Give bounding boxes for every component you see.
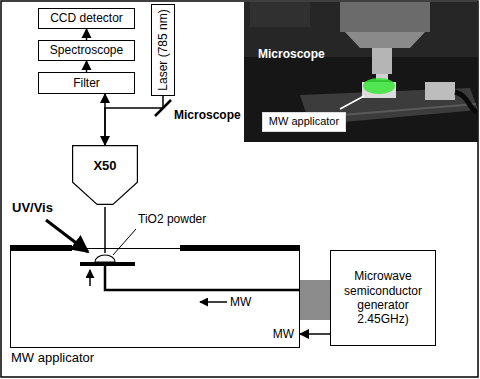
- photo-background: [244, 2, 478, 142]
- objective-shape: [73, 146, 138, 205]
- connector-arrow: [300, 333, 330, 335]
- laser-beam: [104, 207, 106, 253]
- green-glow: [363, 78, 395, 94]
- microwave-label: MW: [230, 295, 251, 309]
- waveguide: [300, 280, 330, 320]
- microscope-objective: [372, 48, 392, 74]
- connector-arrow: [105, 96, 163, 145]
- microscope-turret: [345, 32, 425, 48]
- photo-label: Microscope: [258, 47, 325, 61]
- up-arrow: [89, 270, 91, 286]
- light-source-label: UV/Vis: [12, 200, 53, 216]
- edge-label: MW: [272, 327, 295, 341]
- generator-box: Microwave semiconductor generator 2.45GH…: [330, 250, 436, 346]
- mw-arrow: [200, 301, 227, 303]
- box-label: CCD detector: [50, 11, 123, 25]
- box-label: Laser (785 nm): [156, 9, 170, 90]
- connector-arrow: [86, 29, 88, 40]
- callout-leader: [340, 96, 364, 109]
- tio2-powder: [95, 255, 115, 262]
- box-heading: MW applicator: [11, 350, 94, 366]
- photo-callout-box: MW applicator: [262, 112, 346, 132]
- microwave-line: [105, 266, 300, 290]
- box-label: Spectroscope: [50, 43, 123, 57]
- part-label: Microscope: [174, 108, 241, 122]
- objective-outline: [72, 145, 138, 205]
- objective-lens: X50: [72, 145, 138, 205]
- laser-box: Laser (785 nm): [151, 4, 175, 96]
- filter-box: Filter: [38, 72, 135, 94]
- detector-box: CCD detector: [38, 8, 135, 29]
- microscope-arm: [250, 2, 310, 27]
- cable: [455, 92, 477, 112]
- spectroscope-box: Spectroscope: [38, 40, 135, 61]
- box-label: Filter: [73, 76, 100, 90]
- leader-line: [113, 229, 136, 255]
- box-label: MW applicator: [269, 115, 339, 128]
- connector-block: [425, 82, 455, 100]
- sample-label: TiO2 powder: [138, 212, 206, 226]
- box-label: Microwave semiconductor generator 2.45GH…: [335, 269, 431, 327]
- microscope-head: [340, 2, 430, 32]
- applicator-box: MW applicator: [10, 248, 300, 348]
- connector-arrow: [86, 61, 88, 72]
- box-label: X50: [93, 158, 116, 174]
